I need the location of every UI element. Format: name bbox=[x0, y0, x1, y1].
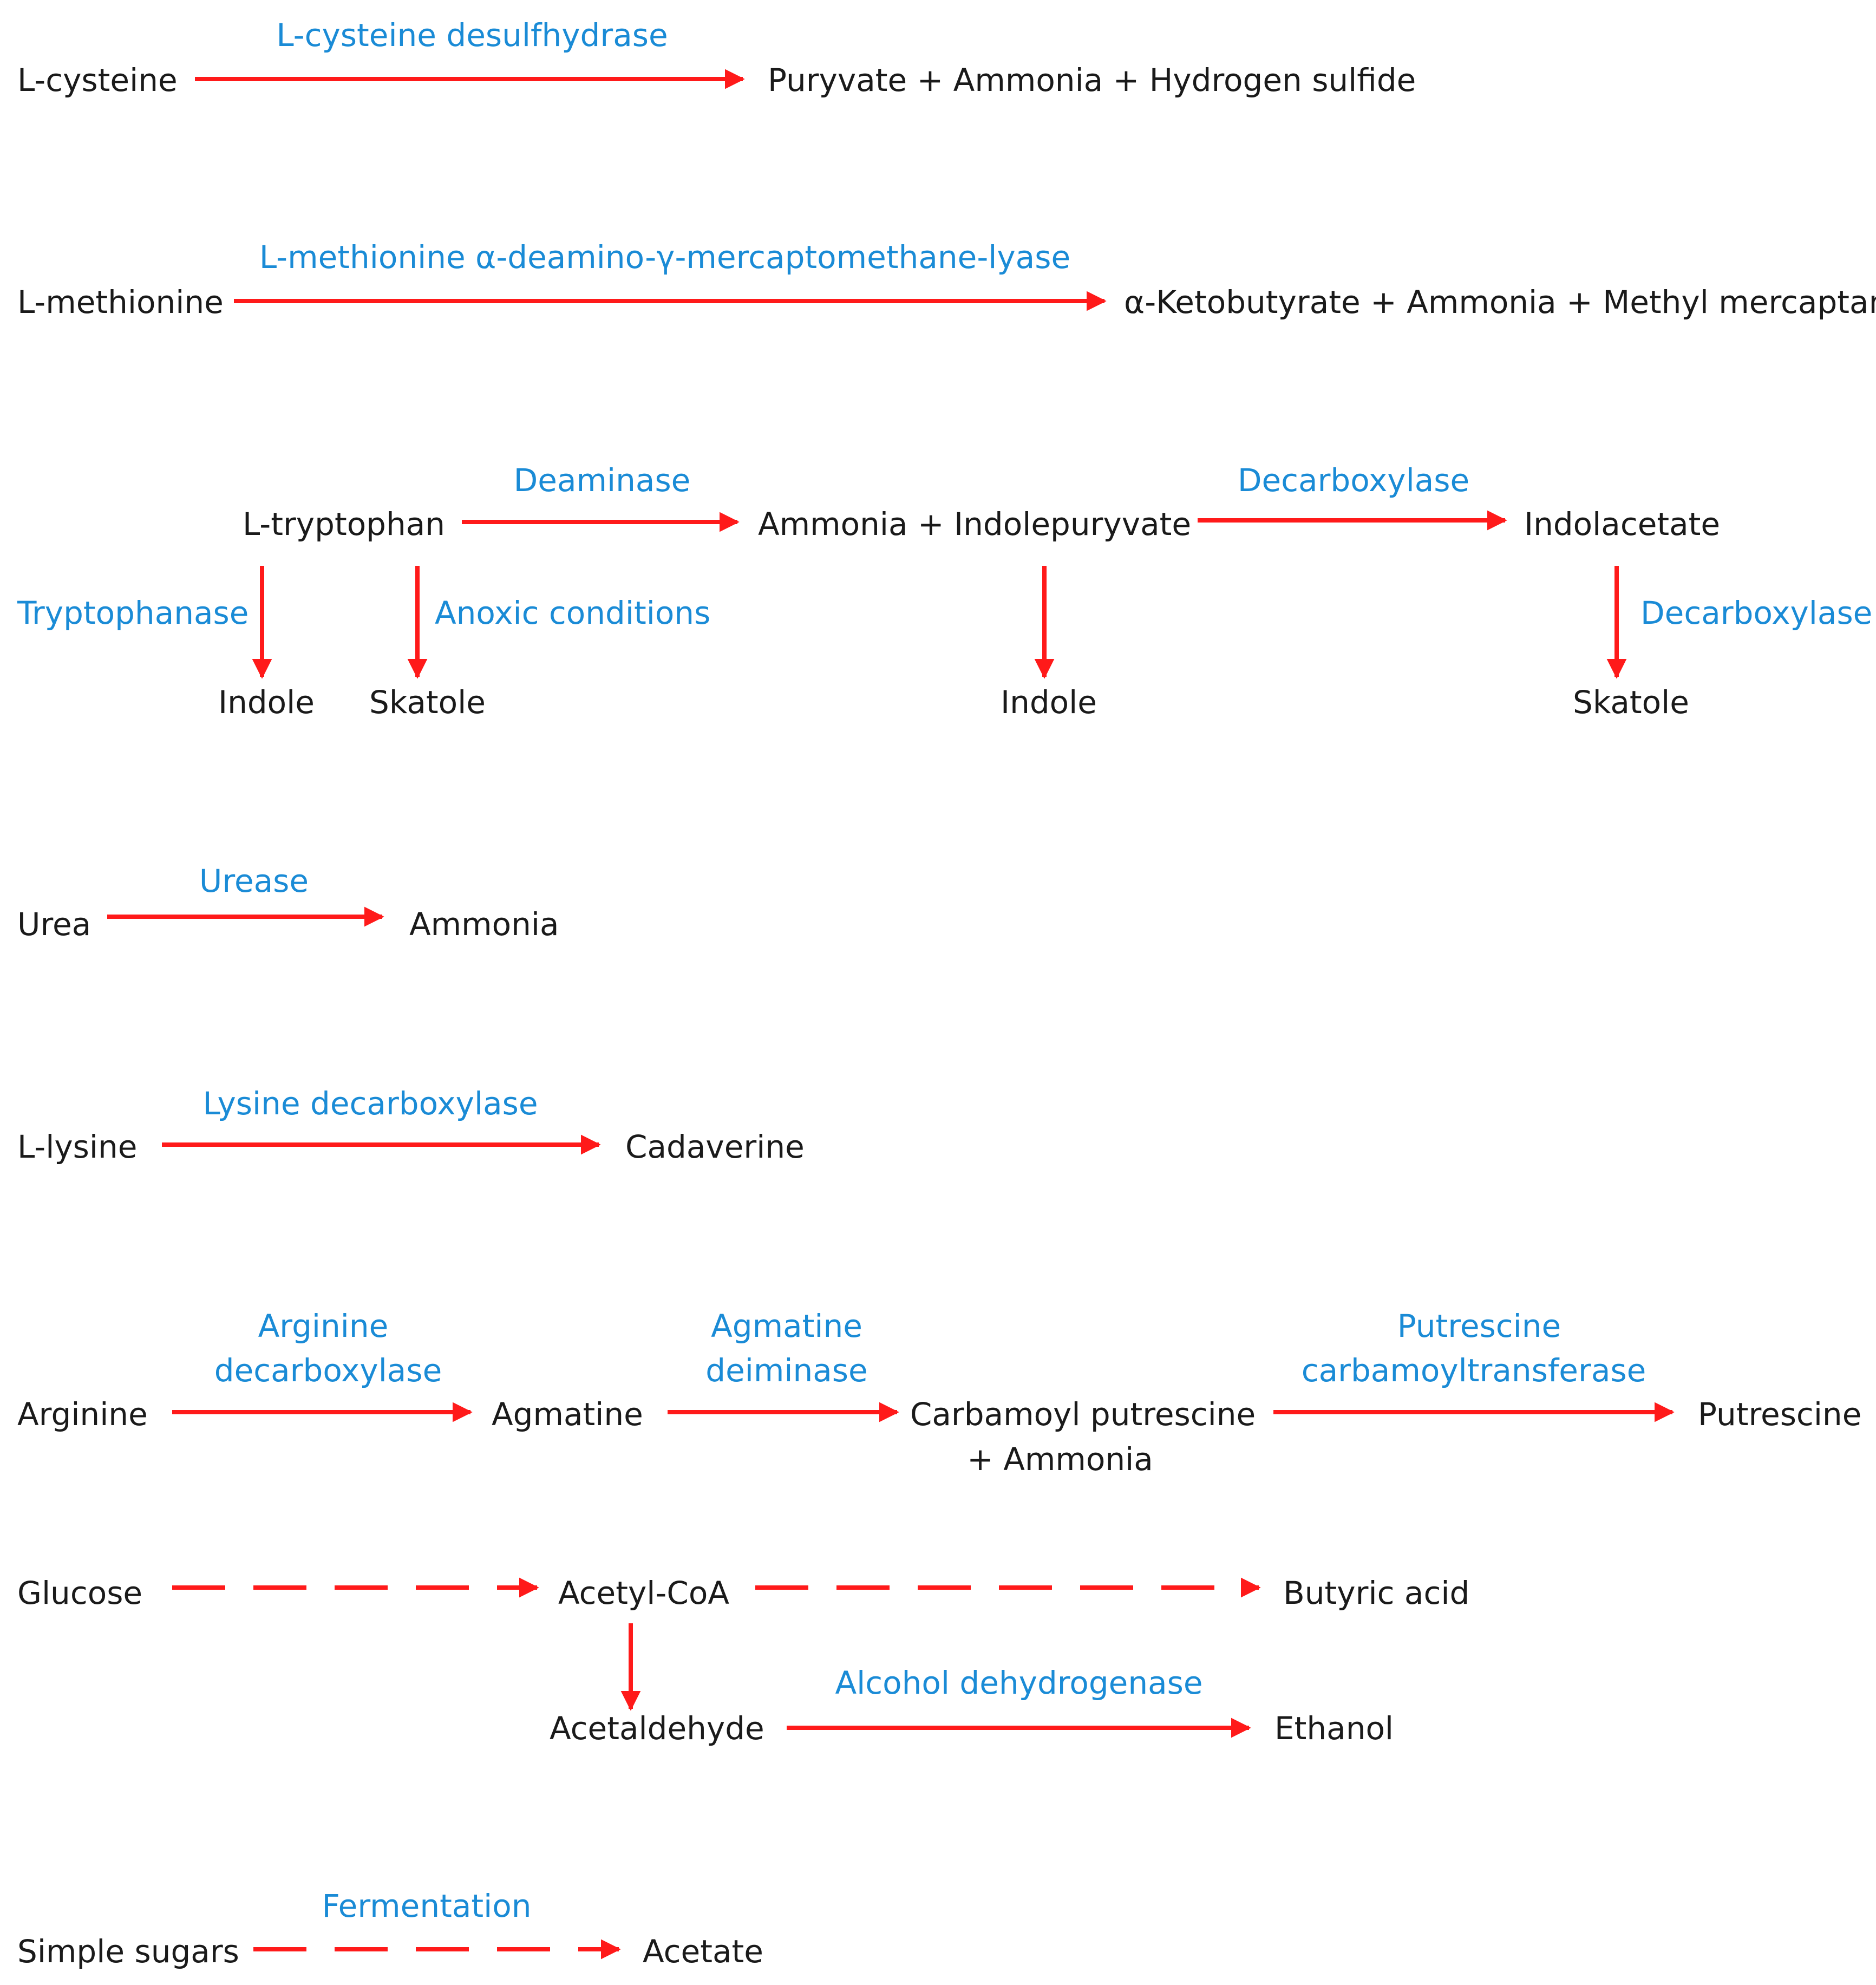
agmatine: Agmatine bbox=[492, 1396, 643, 1433]
lysine-decarboxylase-label: Lysine decarboxylase bbox=[202, 1085, 538, 1122]
urea-pathway: Urea Urease Ammonia bbox=[17, 863, 559, 943]
acetaldehyde: Acetaldehyde bbox=[550, 1710, 764, 1747]
arginine-pathway: Arginine Arginine decarboxylase Agmatine… bbox=[17, 1308, 1861, 1478]
cysteine-enzyme-label: L-cysteine desulfhydrase bbox=[276, 17, 668, 54]
glucose-substrate: Glucose bbox=[17, 1575, 142, 1611]
glucose-pathway: Glucose Acetyl-CoA Butyric acid Acetalde… bbox=[17, 1575, 1469, 1747]
methionine-pathway: L-methionine L-methionine α-deamino-γ-me… bbox=[17, 239, 1876, 321]
decarboxylase-right-label: Decarboxylase bbox=[1238, 462, 1469, 499]
lysine-pathway: L-lysine Lysine decarboxylase Cadaverine bbox=[17, 1085, 805, 1165]
lysine-substrate: L-lysine bbox=[17, 1128, 137, 1165]
indole-product-1: Indole bbox=[218, 684, 315, 721]
cysteine-pathway: L-cysteine L-cysteine desulfhydrase Pury… bbox=[17, 17, 1416, 99]
putrescine: Putrescine bbox=[1698, 1396, 1861, 1433]
simple-sugars-pathway: Simple sugars Fermentation Acetate bbox=[17, 1888, 763, 1970]
urea-product-ammonia: Ammonia bbox=[409, 906, 559, 943]
simple-sugars-substrate: Simple sugars bbox=[17, 1933, 239, 1970]
tryptophan-pathway: L-tryptophan Deaminase Ammonia + Indolep… bbox=[17, 462, 1872, 721]
urea-substrate: Urea bbox=[17, 906, 91, 943]
ammonia-indolepuryvate: Ammonia + Indolepuryvate bbox=[758, 506, 1191, 543]
tryptophanase-label: Tryptophanase bbox=[17, 595, 249, 631]
putrescine-carbamoyltransferase-label-line2: carbamoyltransferase bbox=[1302, 1352, 1646, 1389]
agmatine-deiminase-label-line2: deiminase bbox=[705, 1352, 867, 1389]
carbamoyl-putrescine-line2: + Ammonia bbox=[967, 1441, 1153, 1478]
methionine-products: α-Ketobutyrate + Ammonia + Methyl mercap… bbox=[1124, 284, 1876, 321]
arginine-decarboxylase-label-line1: Arginine bbox=[258, 1308, 389, 1344]
cadaverine: Cadaverine bbox=[625, 1128, 805, 1165]
urease-label: Urease bbox=[199, 863, 309, 899]
methionine-substrate: L-methionine bbox=[17, 284, 224, 321]
deaminase-label: Deaminase bbox=[514, 462, 691, 499]
acetate: Acetate bbox=[643, 1933, 763, 1970]
anoxic-conditions-label: Anoxic conditions bbox=[435, 595, 710, 631]
carbamoyl-putrescine-line1: Carbamoyl putrescine bbox=[910, 1396, 1256, 1433]
indolacetate: Indolacetate bbox=[1524, 506, 1720, 543]
alcohol-dehydrogenase-label: Alcohol dehydrogenase bbox=[835, 1664, 1202, 1701]
methionine-enzyme-label: L-methionine α-deamino-γ-mercaptomethane… bbox=[259, 239, 1070, 276]
skatole-product-2: Skatole bbox=[1573, 684, 1689, 721]
cysteine-products: Puryvate + Ammonia + Hydrogen sulfide bbox=[768, 62, 1416, 99]
cysteine-substrate: L-cysteine bbox=[17, 62, 178, 99]
putrescine-carbamoyltransferase-label-line1: Putrescine bbox=[1397, 1308, 1561, 1344]
acetyl-coa: Acetyl-CoA bbox=[558, 1575, 729, 1611]
arginine-substrate: Arginine bbox=[17, 1396, 148, 1433]
agmatine-deiminase-label-line1: Agmatine bbox=[711, 1308, 862, 1344]
butyric-acid: Butyric acid bbox=[1283, 1575, 1469, 1611]
indole-product-2: Indole bbox=[1001, 684, 1097, 721]
decarboxylase-down-label: Decarboxylase bbox=[1640, 595, 1872, 631]
tryptophan-substrate: L-tryptophan bbox=[243, 506, 445, 543]
arginine-decarboxylase-label-line2: decarboxylase bbox=[214, 1352, 442, 1389]
ethanol: Ethanol bbox=[1274, 1710, 1394, 1747]
fermentation-label: Fermentation bbox=[322, 1888, 531, 1924]
skatole-product-1: Skatole bbox=[369, 684, 486, 721]
